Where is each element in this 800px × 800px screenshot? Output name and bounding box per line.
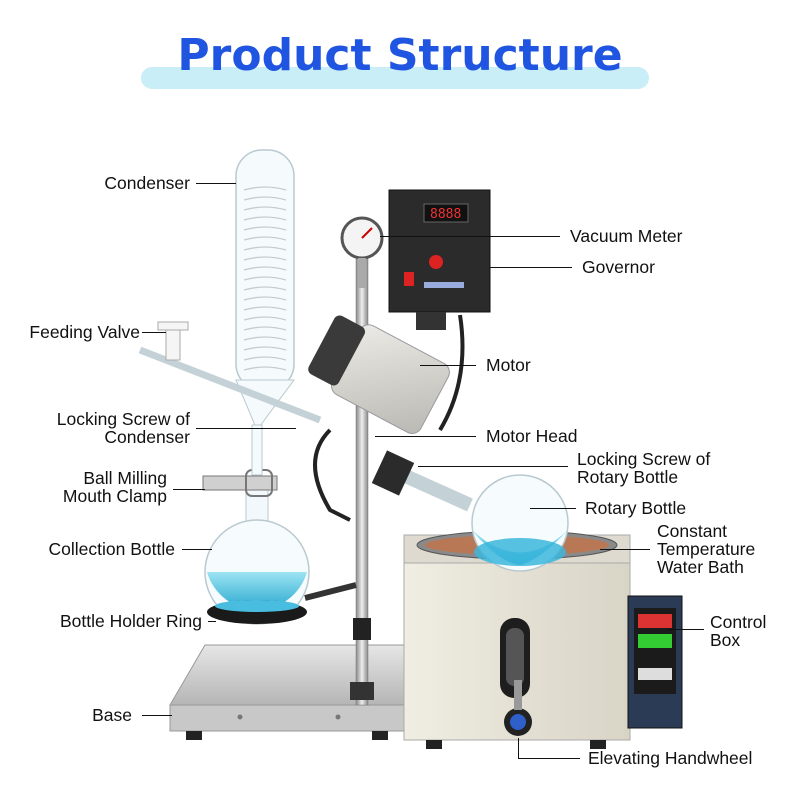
rotary-bottle-graphic bbox=[371, 450, 569, 572]
motor-graphic bbox=[308, 315, 450, 435]
label-control-box-line1: Control bbox=[710, 612, 767, 632]
label-rotary-bottle: Rotary Bottle bbox=[585, 498, 687, 518]
leader-line-water-bath bbox=[600, 549, 650, 550]
leader-line-vacuum-meter bbox=[380, 236, 560, 237]
leader-line-locking-screw-rotary bbox=[418, 466, 568, 467]
control-box-graphic bbox=[627, 595, 683, 729]
leader-line-elevating-handwheel bbox=[518, 758, 580, 759]
leader-line-governor bbox=[490, 267, 572, 268]
leader-line-rotary-bottle bbox=[530, 508, 576, 509]
page-title: Product Structure bbox=[177, 30, 623, 81]
label-locking-screw-condenser-line2: Condenser bbox=[104, 427, 190, 447]
feeding-valve-graphic bbox=[138, 321, 322, 424]
label-water-bath-line2: Temperature bbox=[657, 539, 756, 559]
label-base: Base bbox=[92, 705, 132, 725]
leader-line-base bbox=[142, 715, 172, 716]
elevating-handwheel-graphic bbox=[504, 680, 532, 736]
label-water-bath-line3: Water Bath bbox=[657, 557, 744, 577]
leader-line-motor-head bbox=[375, 436, 476, 437]
label-motor: Motor bbox=[486, 355, 531, 375]
leader-line-bottle-holder-ring bbox=[208, 621, 216, 622]
title-highlight-bar bbox=[141, 67, 649, 89]
leader-line-ball-milling bbox=[173, 489, 205, 490]
leader-line-locking-screw-condenser bbox=[196, 428, 296, 429]
label-water-bath-line1: Constant bbox=[657, 521, 728, 541]
label-control-box-line2: Box bbox=[710, 630, 741, 650]
condenser-graphic bbox=[235, 149, 295, 476]
label-collection-bottle: Collection Bottle bbox=[48, 539, 175, 559]
label-ball-milling-line2: Mouth Clamp bbox=[62, 486, 167, 506]
vacuum-gauge-graphic bbox=[340, 216, 384, 288]
label-locking-screw-rotary-line1: Locking Screw of bbox=[577, 449, 711, 469]
label-locking-screw-rotary-line2: Rotary Bottle bbox=[577, 467, 679, 487]
svg-text:8888: 8888 bbox=[430, 207, 461, 222]
leader-line-collection-bottle bbox=[182, 549, 212, 550]
leader-line-motor bbox=[420, 365, 476, 366]
label-condenser: Condenser bbox=[104, 173, 190, 193]
collection-bottle-graphic bbox=[204, 487, 357, 625]
ball-mill-clamp-graphic bbox=[202, 469, 278, 497]
label-locking-screw-condenser-line1: Locking Screw of bbox=[56, 409, 190, 429]
label-ball-milling-line1: Ball Milling bbox=[83, 468, 167, 488]
leader-line-control-box bbox=[668, 629, 704, 630]
base-plate bbox=[169, 644, 406, 740]
leader-line-condenser bbox=[196, 183, 236, 184]
label-bottle-holder-ring: Bottle Holder Ring bbox=[59, 611, 202, 631]
label-feeding-valve: Feeding Valve bbox=[29, 322, 140, 342]
label-governor: Governor bbox=[582, 257, 655, 277]
label-motor-head: Motor Head bbox=[486, 426, 578, 446]
label-elevating-handwheel: Elevating Handwheel bbox=[588, 748, 753, 768]
leader-line-feeding-valve bbox=[142, 332, 166, 333]
leader-line-elevating-handwheel-vertical bbox=[518, 738, 519, 758]
label-vacuum-meter: Vacuum Meter bbox=[570, 226, 683, 246]
governor-box-graphic: 8888 bbox=[388, 189, 491, 432]
